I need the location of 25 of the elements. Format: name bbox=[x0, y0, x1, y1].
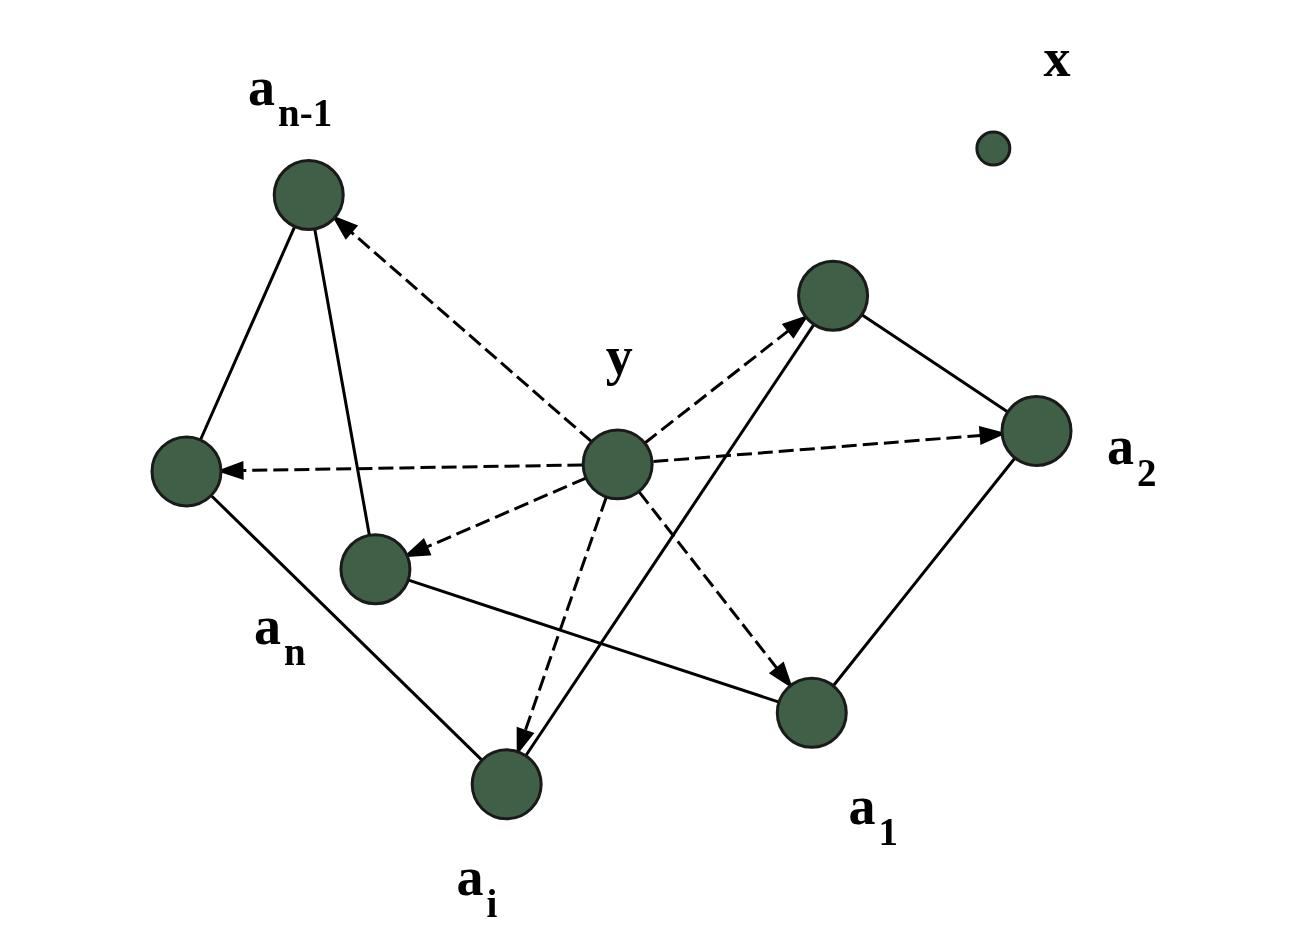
connector bbox=[524, 323, 815, 756]
node-label: a$_{n-1}$ bbox=[248, 56, 333, 134]
node-circle bbox=[581, 427, 654, 500]
node-circle bbox=[470, 747, 543, 820]
node-circle bbox=[272, 158, 345, 231]
node-label: a$_{i}$ bbox=[456, 846, 498, 925]
connector bbox=[832, 456, 1017, 686]
connector bbox=[861, 313, 1009, 413]
node-label: a$_{1}$ bbox=[848, 775, 899, 853]
node-circle bbox=[1000, 394, 1073, 467]
connector bbox=[408, 578, 780, 703]
node-label: x bbox=[1043, 27, 1071, 88]
connector bbox=[199, 225, 297, 440]
connector bbox=[313, 228, 371, 535]
node-label: a$_{2}$ bbox=[1107, 415, 1157, 494]
connector bbox=[210, 494, 483, 761]
arrow bbox=[637, 490, 793, 689]
node-label: a$_{n}$ bbox=[253, 595, 306, 673]
node-circle bbox=[775, 676, 848, 749]
arrow bbox=[644, 314, 809, 444]
node-circle bbox=[975, 130, 1012, 167]
node-label: y bbox=[605, 325, 633, 386]
node-circle bbox=[150, 434, 223, 507]
node-circle bbox=[797, 259, 870, 332]
node-circle bbox=[339, 532, 412, 605]
